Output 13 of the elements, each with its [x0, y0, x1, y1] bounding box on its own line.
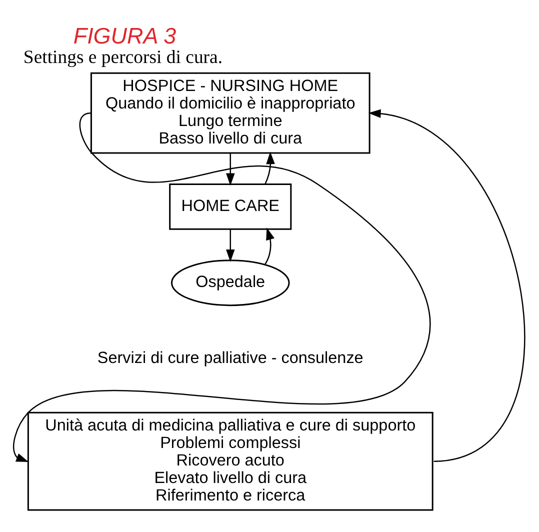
arrow	[264, 227, 274, 265]
caption: Settings e percorsi di cura.	[23, 47, 223, 68]
node-ellipse: Ospedale	[170, 260, 290, 306]
arrow	[226, 229, 235, 262]
arrow	[264, 152, 275, 184]
diagram-title: FIGURA 3	[73, 24, 176, 49]
node-box: Unità acuta di medicina palliativa e cure di supporto Problemi complessi Ricovero acuto Elevato livello di cura Riferimento e ricerca	[27, 412, 434, 511]
arrow	[226, 154, 235, 186]
node-box: HOME CARE	[169, 184, 292, 230]
arrow	[368, 109, 526, 462]
label: Servizi di cure palliative - consulenze	[97, 349, 364, 368]
arrow	[13, 112, 430, 462]
node-box: HOSPICE - NURSING HOME Quando il domicilio è inappropriato Lungo termine Basso livello di cura	[90, 72, 370, 154]
